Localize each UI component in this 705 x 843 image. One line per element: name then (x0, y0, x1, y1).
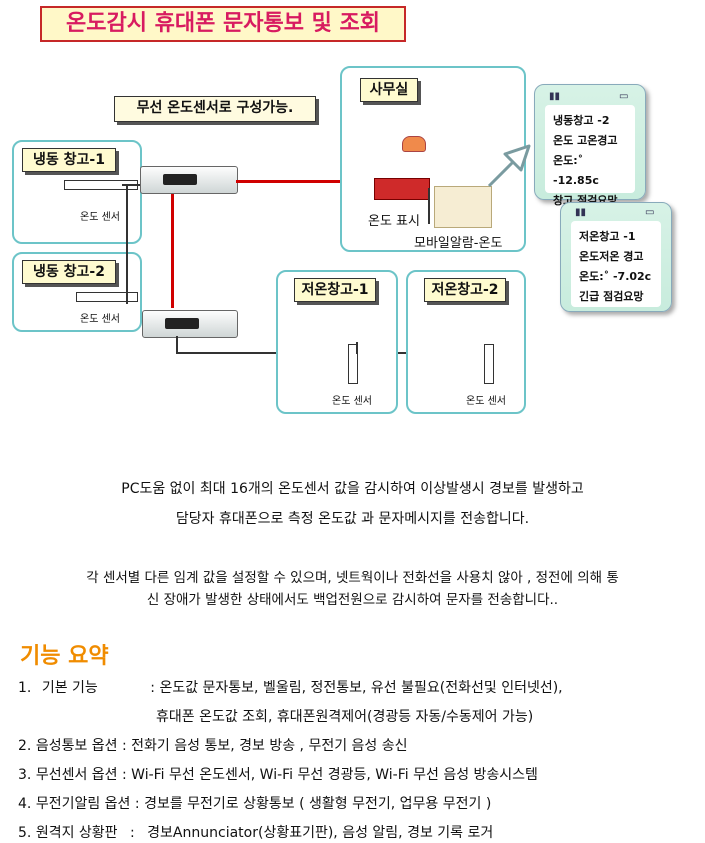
warning-light-icon (402, 136, 426, 152)
feature-text: 온도값 문자통보, 벨울림, 정전통보, 유선 불필요(전화선및 인터넷선), (159, 680, 563, 696)
feature-number: 4. (18, 796, 32, 812)
controller-device-1 (140, 166, 238, 194)
phone-2-line: 온도저온 경고 (579, 250, 644, 263)
freezer-2-sensor-label: 온도 센서 (80, 314, 120, 325)
cooler-2-sensor-label: 온도 센서 (466, 396, 506, 407)
feature-number: 2. (18, 738, 32, 754)
feature-item-1-continued: 휴대폰 온도값 조회, 휴대폰원격제어(경광등 자동/수동제어 가능) (156, 706, 533, 726)
phone-2-line: 저온창고 -1 (579, 230, 636, 243)
cooler-2-sensor-bar (484, 344, 494, 384)
wireless-caption: 무선 온도센서로 구성가능. (114, 96, 316, 122)
freezer-2-sensor-bar (76, 292, 138, 302)
feature-sep: : (134, 796, 140, 812)
summary-title: 기능 요약 (20, 644, 109, 669)
cooler-2-label: 저온창고-2 (424, 278, 506, 302)
cold-room-1: 저온창고-1 온도 센서 (276, 270, 398, 414)
freezer-2-label: 냉동 창고-2 (22, 260, 116, 284)
cooler-bus-v (176, 336, 178, 354)
sensor-wire-vertical (126, 186, 128, 304)
red-link-to-office (236, 180, 376, 183)
feature-item-1: 1. 기본 기능 : 온도값 문자통보, 벨울림, 정전통보, 유선 불필요(전… (18, 677, 563, 697)
freezer-1-label: 냉동 창고-1 (22, 148, 116, 172)
description-line-1: PC도움 없이 최대 16개의 온도센서 값을 감시하여 이상발생시 경보를 발… (121, 481, 584, 497)
signal-icon: ▮▮ (549, 91, 561, 102)
system-diagram: 무선 온도센서로 구성가능. 냉동 창고-1 온도 센서 냉동 창고-2 온도 … (0, 60, 705, 430)
mobile-alarm-box (434, 186, 492, 228)
feature-text-continued: 휴대폰 온도값 조회, 휴대폰원격제어(경광등 자동/수동제어 가능) (156, 709, 534, 725)
cold-room-2: 저온창고-2 온도 센서 (406, 270, 526, 414)
feature-text: 경보를 무전기로 상황통보 ( 생활형 무전기, 업무용 무전기 ) (144, 796, 492, 812)
feature-sep: : (150, 680, 155, 696)
feature-item-3: 3. 무선센서 옵션 : Wi-Fi 무선 온도센서, Wi-Fi 무선 경광등… (18, 764, 538, 784)
feature-number: 3. (18, 767, 32, 783)
feature-name: 무선센서 옵션 (35, 767, 118, 783)
description-line-3: 각 센서별 다른 임계 값을 설정할 수 있으며, 넷트웍이나 전화선을 사용치… (86, 570, 619, 586)
phone-1-line: 냉동창고 -2 (553, 114, 610, 127)
feature-text: 전화기 음성 통보, 경보 방송 , 무전기 음성 송신 (131, 738, 408, 754)
phone-2-line: 긴급 점검요망 (579, 290, 644, 303)
cooler-1-label: 저온창고-1 (294, 278, 376, 302)
feature-item-2: 2. 음성통보 옵션 : 전화기 음성 통보, 경보 방송 , 무전기 음성 송… (18, 735, 408, 755)
cooler-1-drop (356, 342, 358, 354)
feature-sep: : (122, 767, 127, 783)
page-title: 온도감시 휴대폰 문자통보 및 조회 (40, 6, 406, 42)
feature-sep: : (122, 738, 127, 754)
display-wire (428, 188, 430, 224)
phone-1-line: 온도 고온경고 (553, 134, 618, 147)
description-line-2: 담당자 휴대폰으로 측정 온도값 과 문자메시지를 전송합니다. (175, 511, 530, 527)
feature-name: 원격지 상황판 (35, 825, 118, 841)
phone-2-screen: 저온창고 -1 온도저온 경고 온도:˚ -7.02c 긴급 점검요망 (571, 221, 661, 307)
feature-number: 1. (18, 680, 32, 696)
temperature-display-panel (374, 178, 430, 200)
feature-name: 무전기알림 옵션 (35, 796, 131, 812)
mobile-alarm-label: 모바일알람-온도 (414, 236, 503, 251)
cooler-1-sensor-label: 온도 센서 (332, 396, 372, 407)
freezer-1-sensor-label: 온도 센서 (80, 212, 120, 223)
phone-1-screen: 냉동창고 -2 온도 고온경고 온도:˚ -12.85c 창고 점검요망 (545, 105, 635, 207)
controller-device-2 (142, 310, 238, 338)
feature-text: Wi-Fi 무선 온도센서, Wi-Fi 무선 경광등, Wi-Fi 무선 음성… (131, 767, 538, 783)
arrow-to-phone (485, 142, 533, 190)
feature-sep: : (130, 825, 135, 841)
phone-alert-2: ▮▮ ▭ 저온창고 -1 온도저온 경고 온도:˚ -7.02c 긴급 점검요망 (560, 202, 672, 312)
phone-1-line: 온도:˚ -12.85c (553, 154, 599, 187)
freezer-room-2: 냉동 창고-2 온도 센서 (12, 252, 142, 332)
office-room: 사무실 온도 표시 모바일알람-온도 (340, 66, 526, 252)
sensor-wire-1 (122, 184, 140, 186)
feature-item-4: 4. 무전기알림 옵션 : 경보를 무전기로 상황통보 ( 생활형 무전기, 업… (18, 793, 491, 813)
freezer-room-1: 냉동 창고-1 온도 센서 (12, 140, 142, 244)
temp-display-label: 온도 표시 (368, 214, 420, 229)
cooler-1-sensor-bar (348, 344, 358, 384)
feature-number: 5. (18, 825, 32, 841)
office-label: 사무실 (360, 78, 418, 102)
phone-2-line: 온도:˚ -7.02c (579, 270, 652, 283)
battery-icon: ▭ (645, 207, 655, 218)
description-line-4: 신 장애가 발생한 상태에서도 백업전원으로 감시하여 문자를 전송합니다.. (146, 592, 559, 608)
phone-alert-1: ▮▮ ▭ 냉동창고 -2 온도 고온경고 온도:˚ -12.85c 창고 점검요… (534, 84, 646, 207)
feature-item-5: 5. 원격지 상황판 : 경보Annunciator(상황표기판), 음성 알림… (18, 822, 493, 842)
signal-icon: ▮▮ (575, 207, 587, 218)
feature-name: 음성통보 옵션 (35, 738, 118, 754)
feature-name: 기본 기능 (41, 680, 98, 696)
battery-icon: ▭ (619, 91, 629, 102)
red-link-vertical (171, 194, 174, 308)
feature-text: 경보Annunciator(상황표기판), 음성 알림, 경보 기록 로거 (147, 825, 494, 841)
